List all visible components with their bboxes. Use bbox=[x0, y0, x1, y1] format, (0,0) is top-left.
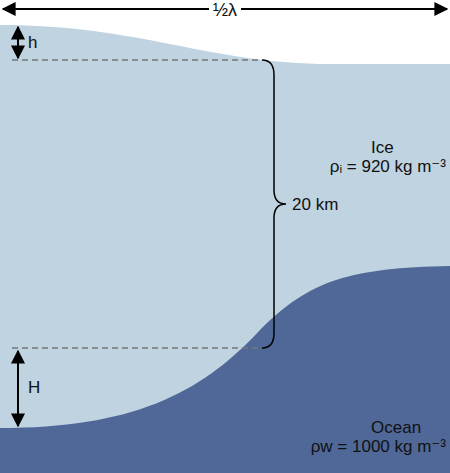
dimension-label: ½λ bbox=[209, 0, 241, 21]
h-arrow bbox=[17, 27, 19, 58]
ice-body bbox=[0, 25, 450, 473]
dashed-line bbox=[12, 347, 262, 348]
region-label: Ocean bbox=[371, 418, 421, 438]
region-label: Ice bbox=[371, 138, 394, 158]
density-label: ρᵢ = 920 kg m⁻³ bbox=[330, 157, 446, 177]
dimension-label: h bbox=[28, 33, 37, 53]
density-label: ρw = 1000 kg m⁻³ bbox=[311, 437, 446, 457]
dimension-label: 20 km bbox=[290, 195, 340, 215]
H-arrow bbox=[17, 351, 19, 426]
dimension-label: H bbox=[28, 378, 40, 398]
ocean-body bbox=[0, 266, 450, 473]
dashed-line bbox=[12, 59, 262, 60]
brace bbox=[262, 60, 286, 348]
